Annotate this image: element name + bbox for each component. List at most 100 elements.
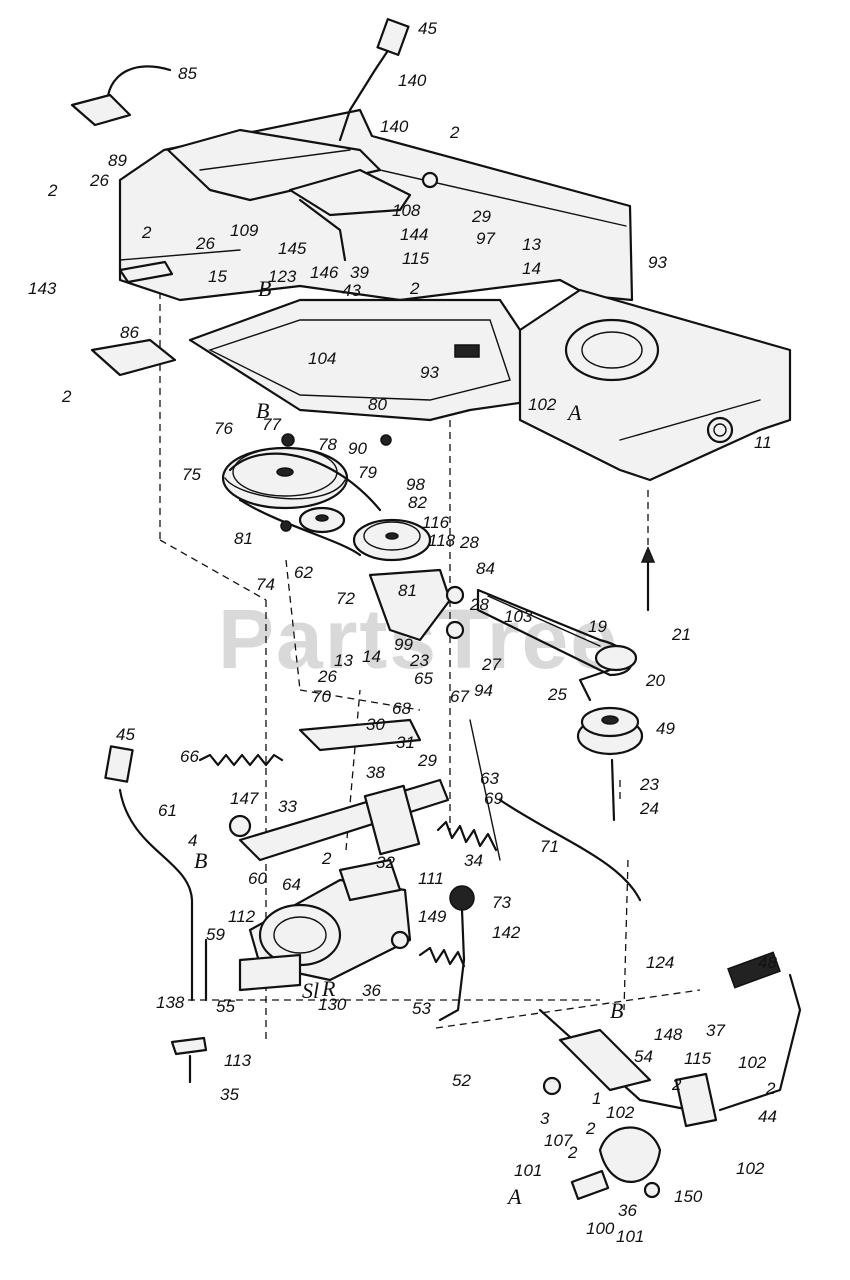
callout-label: 97 bbox=[476, 229, 495, 248]
callout-label: 70 bbox=[312, 687, 331, 706]
callout-label: 113 bbox=[224, 1051, 252, 1070]
callout-label: 112 bbox=[228, 907, 256, 926]
callout-label: 109 bbox=[230, 221, 259, 240]
callout-label: 28 bbox=[469, 595, 489, 614]
callout-label: 26 bbox=[89, 171, 109, 190]
callout-label: 76 bbox=[214, 419, 233, 438]
callout-label: R bbox=[321, 976, 336, 1001]
callout-label: 68 bbox=[392, 699, 411, 718]
callout-label: 15 bbox=[208, 267, 227, 286]
callout-label: 24 bbox=[639, 799, 659, 818]
callout-label: 81 bbox=[398, 581, 417, 600]
callout-label: 108 bbox=[392, 201, 421, 220]
callout-label: 86 bbox=[120, 323, 139, 342]
callout-label: B bbox=[256, 398, 269, 423]
callout-label: 23 bbox=[639, 775, 659, 794]
callout-label: 115 bbox=[684, 1049, 712, 1068]
callout-label: 77 bbox=[262, 415, 281, 434]
callout-label: 2 bbox=[567, 1143, 578, 1162]
callout-label: 79 bbox=[358, 463, 377, 482]
callout-label: 45 bbox=[116, 725, 135, 744]
springs bbox=[198, 753, 498, 968]
callout-label: 19 bbox=[588, 617, 607, 636]
callout-label: 149 bbox=[418, 907, 447, 926]
callout-label: 138 bbox=[156, 993, 185, 1012]
callout-label: 64 bbox=[282, 875, 301, 894]
callout-label: 123 bbox=[268, 267, 297, 286]
callout-label: 69 bbox=[484, 789, 503, 808]
callout-label: 65 bbox=[414, 669, 433, 688]
callout-label: 35 bbox=[220, 1085, 239, 1104]
pulley-large bbox=[221, 446, 349, 510]
callout-label: 144 bbox=[400, 225, 428, 244]
callout-label: 74 bbox=[256, 575, 275, 594]
callout-label: 13 bbox=[334, 651, 353, 670]
callout-label: 143 bbox=[28, 279, 57, 298]
body-housing bbox=[518, 288, 792, 482]
callout-label: 59 bbox=[206, 925, 225, 944]
callout-label: 73 bbox=[492, 893, 511, 912]
pulley-small bbox=[298, 506, 346, 534]
transmission-belt bbox=[476, 588, 638, 677]
transmission bbox=[238, 858, 412, 992]
callout-label: 148 bbox=[654, 1025, 683, 1044]
callout-label: 38 bbox=[366, 763, 385, 782]
brackets-left bbox=[90, 260, 177, 377]
callout-label: 93 bbox=[420, 363, 439, 382]
callout-label: 99 bbox=[394, 635, 413, 654]
callout-label: 55 bbox=[216, 997, 235, 1016]
callout-label: 63 bbox=[480, 769, 499, 788]
callout-label: 2 bbox=[321, 849, 332, 868]
callout-label: 71 bbox=[540, 837, 559, 856]
callout-label: 2 bbox=[671, 1075, 682, 1094]
arrow-up bbox=[640, 546, 656, 612]
callout-label: 2 bbox=[141, 223, 152, 242]
callout-label: 140 bbox=[398, 71, 427, 90]
callout-label: 85 bbox=[178, 64, 197, 83]
callout-label: 2 bbox=[47, 181, 58, 200]
callout-label: 116 bbox=[422, 513, 450, 532]
callout-label: 101 bbox=[616, 1227, 644, 1246]
callout-label: 2 bbox=[585, 1119, 596, 1138]
callout-label: 52 bbox=[452, 1071, 471, 1090]
callout-label: 21 bbox=[671, 625, 691, 644]
callout-label: 140 bbox=[380, 117, 409, 136]
steering-assembly bbox=[288, 18, 439, 262]
callout-label: 26 bbox=[317, 667, 337, 686]
callout-label: 66 bbox=[180, 747, 199, 766]
callout-label: 27 bbox=[481, 655, 501, 674]
callout-label: 102 bbox=[738, 1053, 767, 1072]
callout-label: 39 bbox=[350, 263, 369, 282]
callout-label: 115 bbox=[402, 249, 430, 268]
callout-label: 48 bbox=[758, 953, 777, 972]
callout-label: 130 bbox=[318, 995, 347, 1014]
callout-label: 14 bbox=[522, 259, 541, 278]
callout-label: 93 bbox=[648, 253, 667, 272]
callout-label: 101 bbox=[514, 1161, 542, 1180]
callout-label: 26 bbox=[195, 234, 215, 253]
callout-label: B bbox=[194, 848, 207, 873]
callout-label: B bbox=[258, 276, 271, 301]
callout-label: 145 bbox=[278, 239, 307, 258]
callout-label: 100 bbox=[586, 1219, 615, 1238]
callout-label: 62 bbox=[294, 563, 313, 582]
callout-label: 36 bbox=[618, 1201, 637, 1220]
pulley-right bbox=[352, 518, 432, 562]
callout-label: 72 bbox=[336, 589, 355, 608]
callout-label: 75 bbox=[182, 465, 201, 484]
callout-label: 142 bbox=[492, 923, 521, 942]
callout-label: 31 bbox=[396, 733, 415, 752]
callout-label: 107 bbox=[544, 1131, 573, 1150]
callout-label: 82 bbox=[408, 493, 427, 512]
callout-label: B bbox=[610, 998, 623, 1023]
callout-label: 53 bbox=[412, 999, 431, 1018]
callout-label: 102 bbox=[528, 395, 557, 414]
drive-belt bbox=[228, 433, 392, 557]
callout-label: 104 bbox=[308, 349, 336, 368]
callout-label: 2 bbox=[409, 279, 420, 298]
callout-label: 60 bbox=[248, 869, 267, 888]
callout-label: 90 bbox=[348, 439, 367, 458]
electric-clutch bbox=[576, 668, 644, 822]
callout-label: 36 bbox=[362, 981, 381, 1000]
